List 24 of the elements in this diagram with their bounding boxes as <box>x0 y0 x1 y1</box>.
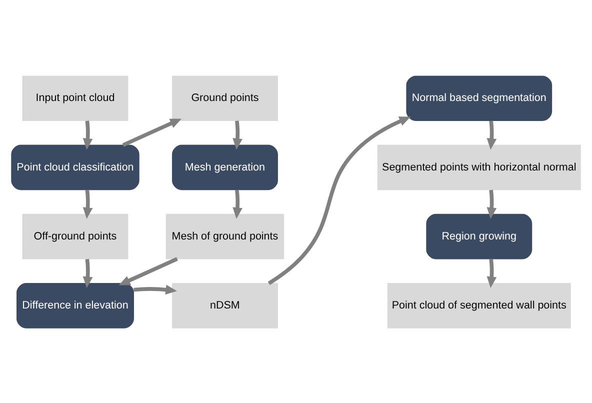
node-box: Point cloud of segmented wall points <box>387 282 571 328</box>
arrow <box>486 189 497 218</box>
node-box: Normal based segmentation <box>406 75 552 120</box>
arrow <box>232 189 242 218</box>
node-box: Point cloud classification <box>11 144 140 190</box>
arrow <box>486 120 497 150</box>
node-box: Off-ground points <box>22 213 128 259</box>
node-box: Difference in elevation <box>16 282 134 328</box>
node-box: Region growing <box>426 213 532 259</box>
arrow <box>486 258 497 288</box>
arrow <box>134 284 177 294</box>
arrow <box>118 256 178 285</box>
node-box: Mesh generation <box>172 144 278 190</box>
node-box: Input point cloud <box>22 75 128 120</box>
node-box: nDSM <box>172 282 278 328</box>
node-box: Segmented points with horizontal normal <box>377 144 581 190</box>
arrow <box>232 120 242 150</box>
node-box: Ground points <box>172 75 278 120</box>
node-box: Mesh of ground points <box>166 213 284 259</box>
arrow <box>82 189 93 218</box>
arrow <box>82 120 93 150</box>
arrow <box>82 258 93 288</box>
arrow <box>122 118 182 146</box>
arrow <box>268 116 411 284</box>
